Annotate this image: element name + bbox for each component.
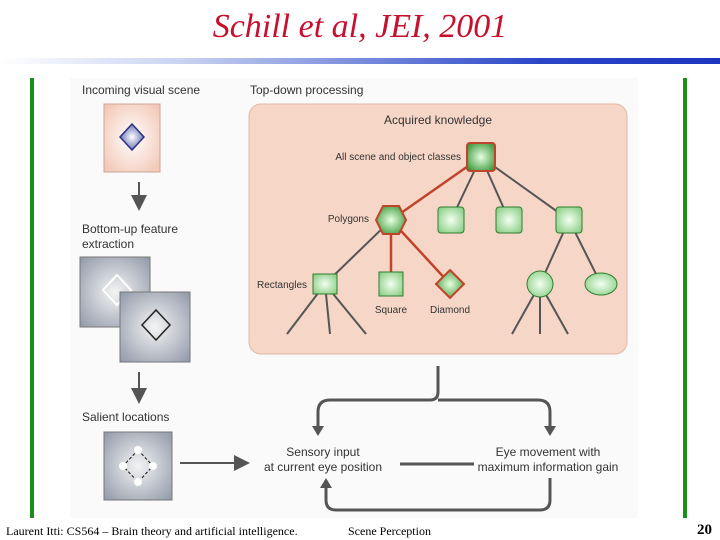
sensory-label-line1: Sensory input — [286, 445, 360, 459]
title-underline — [0, 58, 720, 64]
sensory-label-line2: at current eye position — [264, 460, 382, 474]
square-label: Square — [375, 305, 408, 316]
slide-title: Schill et al, JEI, 2001 — [212, 8, 508, 45]
loop-arrowhead-eye-top — [544, 426, 556, 436]
node-ellipse — [584, 272, 618, 296]
incoming-scene-label: Incoming visual scene — [82, 83, 200, 97]
footer-center: Scene Perception — [348, 524, 431, 538]
salient-label: Salient locations — [82, 410, 169, 424]
salient-point-top — [134, 446, 142, 454]
loop-arrowhead-sensory-bottom — [320, 478, 332, 488]
feature-map-2 — [119, 291, 191, 363]
bottomup-label-line2: extraction — [82, 237, 134, 251]
left-green-bar — [30, 78, 34, 518]
right-green-bar — [683, 78, 687, 518]
loop-arrowhead-sensory-top — [312, 426, 324, 436]
topdown-label: Top-down processing — [250, 83, 363, 97]
eye-label-line1: Eye movement with — [496, 445, 601, 459]
acquired-knowledge-label: Acquired knowledge — [384, 113, 492, 127]
diamond-label: Diamond — [430, 305, 470, 316]
polygons-label: Polygons — [328, 214, 369, 225]
edge-polygons-rectangles — [324, 219, 392, 285]
node-square — [378, 271, 404, 297]
page-number: 20 — [697, 522, 712, 538]
bottomup-label-line1: Bottom-up feature — [82, 222, 178, 236]
salient-point-right — [149, 462, 157, 470]
node-poly-3 — [495, 206, 523, 234]
feedback-loop — [316, 366, 552, 512]
node-poly-2 — [437, 206, 465, 234]
node-diamond — [434, 268, 466, 300]
node-poly-4 — [555, 206, 583, 234]
salient-point-left — [119, 462, 127, 470]
eye-label-line2: maximum information gain — [478, 460, 619, 474]
node-polygons — [374, 205, 408, 235]
all-classes-label: All scene and object classes — [335, 152, 461, 163]
loop-bottom-return — [324, 478, 552, 512]
rectangles-label: Rectangles — [257, 280, 307, 291]
salient-map — [103, 431, 173, 501]
loop-topdown-to-eye — [438, 398, 552, 430]
footer-left: Laurent Itti: CS564 – Brain theory and a… — [6, 524, 298, 538]
feature-map-2-diamond — [140, 308, 172, 342]
scene-diamond — [118, 122, 146, 152]
node-all-classes — [466, 142, 496, 172]
node-circle — [526, 270, 554, 298]
loop-topdown-to-sensory — [316, 366, 440, 430]
feature-map-1-diamond — [101, 273, 133, 307]
salient-point-bottom — [134, 478, 142, 486]
node-rectangles — [312, 273, 338, 295]
